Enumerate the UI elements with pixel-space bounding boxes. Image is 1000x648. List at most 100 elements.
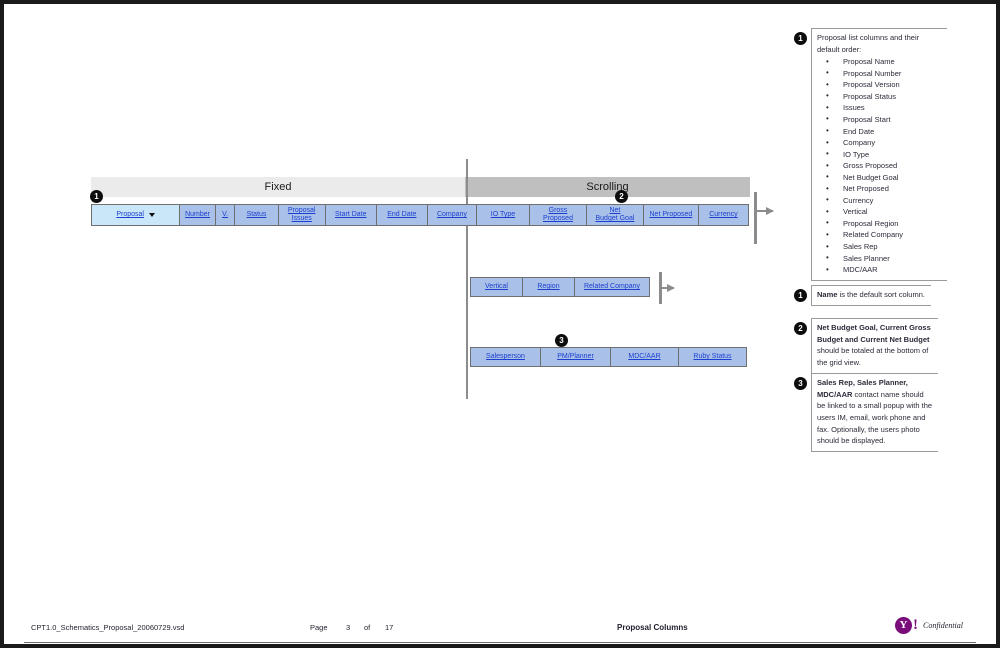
annotation-1-list-item: Related Company [817,229,943,241]
footer-document-title: Proposal Columns [617,623,688,632]
column-header-net-proposed[interactable]: Net Proposed [643,205,699,225]
annotation-2-marker: 1 [794,289,807,302]
footer-divider [24,642,976,643]
annotation-1-list-item: Vertical [817,206,943,218]
annotation-4-rest: contact name should be linked to a small… [817,389,933,446]
column-header-end-date[interactable]: End Date [376,205,428,225]
annotation-3-box: Net Budget Goal, Current Gross Budget an… [811,318,938,374]
annotation-1-list-item: Gross Proposed [817,160,943,172]
column-header-v-[interactable]: V. [215,205,236,225]
annotation-1-list-item: IO Type [817,148,943,161]
annotation-1-list-item: Net Proposed [817,183,943,195]
scroll-arrow-right-primary-icon[interactable] [757,207,774,215]
column-header-ruby-status[interactable]: Ruby Status [679,348,746,366]
column-header-label: End Date [387,210,417,218]
annotation-2-text: Name is the default sort column. [817,289,927,301]
annotation-1-list-item: Currency [817,194,943,207]
annotation-1-column-list: Proposal NameProposal NumberProposal Ver… [817,56,943,276]
annotation-1-list-item: End Date [817,125,943,138]
column-header-label: Salesperson [486,352,525,360]
callout-marker-1: 1 [90,190,103,203]
annotation-4-bold: Sales Rep, Sales Planner, MDC/AAR [817,378,908,399]
footer-filename: CPT1.0_Schematics_Proposal_20060729.vsd [31,623,185,632]
column-header-company[interactable]: Company [427,205,477,225]
callout-marker-3: 3 [555,334,568,347]
scroll-arrow-right-secondary-icon[interactable] [662,284,675,292]
annotation-4-marker: 3 [794,377,807,390]
column-header-label: IO Type [490,210,516,218]
annotation-1-list-item: Sales Planner [817,252,943,265]
annotation-1-heading-line2: default order: [817,44,862,54]
column-header-label: Related Company [583,282,641,290]
column-header-proposal[interactable]: Proposal [92,205,181,225]
column-header-start-date[interactable]: Start Date [325,205,377,225]
column-header-label: Start Date [335,210,367,218]
yahoo-logo: Y ! Confidential [895,617,963,634]
column-header-mdc-aar[interactable]: MDC/AAR [611,348,679,366]
annotation-3-marker: 2 [794,322,807,335]
footer-of-label: of [364,623,371,632]
annotation-3-rest: should be totaled at the bottom of the g… [817,346,929,367]
annotation-1-list-item: Sales Rep [817,241,943,253]
annotation-1-list-item: Company [817,137,943,149]
column-header-label: Status [246,210,267,218]
proposal-columns-row-secondary[interactable]: Vertical Region Related Company [470,277,650,297]
annotation-3-text: Net Budget Goal, Current Gross Budget an… [817,322,934,369]
column-header-related-company[interactable]: Related Company [575,278,649,296]
footer-confidential-label: Confidential [923,621,963,630]
annotation-1-marker: 1 [794,32,807,45]
column-header-salesperson[interactable]: Salesperson [471,348,541,366]
annotation-2-box: Name is the default sort column. [811,285,931,306]
column-header-status[interactable]: Status [235,205,279,225]
annotation-1-list-item: Proposal Number [817,67,943,80]
column-header-io-type[interactable]: IO Type [476,205,531,225]
annotation-1-list-item: Proposal Region [817,217,943,230]
column-header-label: Number [185,210,210,218]
column-header-pm-planner[interactable]: PM/Planner [541,348,611,366]
annotation-1-list-item: Issues [817,102,943,114]
annotation-1-list-item: Net Budget Goal [817,171,943,184]
annotation-2-bold: Name [817,290,838,299]
scroll-indicator-bar-primary[interactable] [754,192,757,244]
column-header-region[interactable]: Region [523,278,575,296]
sort-descending-caret-icon[interactable] [148,213,155,217]
group-header-scrolling: Scrolling [465,177,750,197]
column-header-label: MDC/AAR [628,352,661,360]
scroll-indicator-bar-secondary[interactable] [659,272,662,304]
column-header-label: Proposal [116,210,144,218]
column-header-label: Ruby Status [693,352,732,360]
column-header-label: Region [537,282,560,290]
annotation-1-heading-line1: Proposal list columns and their [817,33,920,42]
group-header-fixed-label: Fixed [264,181,292,193]
footer-page-number: 3 [346,623,351,632]
annotation-3-bold: Net Budget Goal, Current Gross Budget an… [817,323,931,344]
annotation-4-text: Sales Rep, Sales Planner, MDC/AAR contac… [817,377,934,447]
annotation-1-box: Proposal list columns and their default … [811,28,947,281]
annotation-1-list-item: Proposal Start [817,114,943,126]
column-header-number[interactable]: Number [180,205,216,225]
column-header-vertical[interactable]: Vertical [471,278,523,296]
column-header-label: V. [222,210,229,218]
yahoo-y-icon: Y [895,617,912,634]
footer-page-label: Page [310,623,328,632]
group-header-fixed: Fixed [91,177,465,197]
fixed-scrolling-divider [466,159,468,399]
annotation-4-box: Sales Rep, Sales Planner, MDC/AAR contac… [811,373,938,452]
column-header-label: Company [436,210,467,218]
proposal-columns-row-tertiary[interactable]: Salesperson PM/Planner MDC/AAR Ruby Status [470,347,747,367]
column-header-label: Net Proposed [649,210,693,218]
footer-page-total: 17 [385,623,394,632]
yahoo-bang-icon: ! [913,617,918,633]
column-header-label: Currency [709,210,738,218]
column-header-currency[interactable]: Currency [698,205,748,225]
annotation-1-list-item: Proposal Version [817,79,943,91]
